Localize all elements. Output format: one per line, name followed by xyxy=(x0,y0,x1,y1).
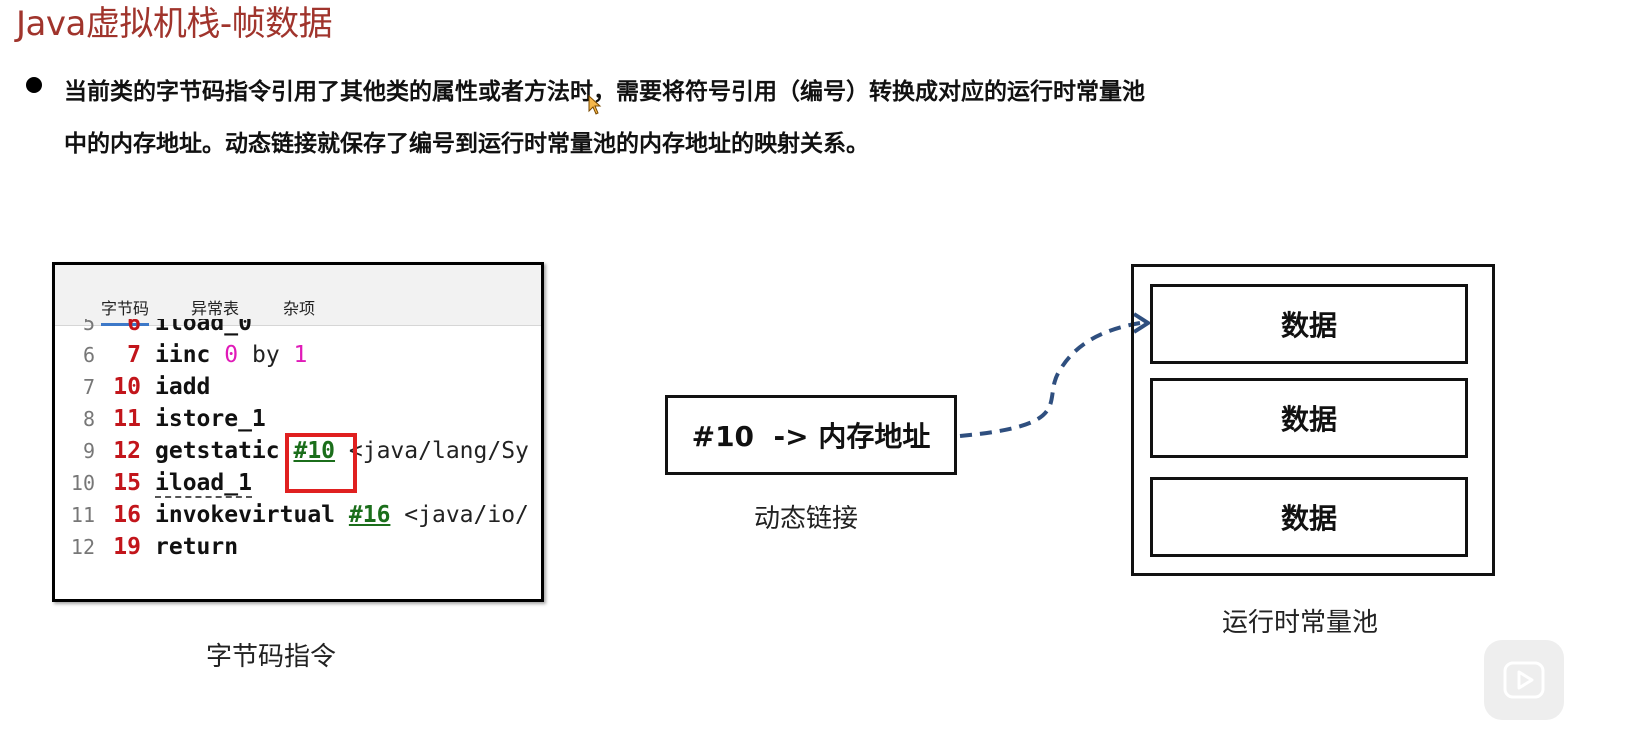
caption-constant-pool: 运行时常量池 xyxy=(1222,608,1379,638)
pc-offset: 6 xyxy=(127,319,141,336)
bullet-paragraph: 当前类的字节码指令引用了其他类的属性或者方法时，需要将符号引用（编号）转换成对应… xyxy=(64,66,1404,170)
opcode: iinc xyxy=(155,342,211,368)
code-row: 11 16 invokevirtual #16 <java/io/ xyxy=(55,499,541,531)
operand: 1 xyxy=(293,342,308,368)
caption-bytecode: 字节码指令 xyxy=(206,642,337,672)
pc-offset: 7 xyxy=(127,342,141,368)
mouse-cursor-icon xyxy=(588,95,602,115)
pc-offset: 16 xyxy=(113,502,141,528)
pc-offset: 15 xyxy=(113,470,141,496)
instruction: iload_0 xyxy=(155,319,252,339)
opcode: return xyxy=(155,534,239,560)
opcode: iload_0 xyxy=(155,319,252,336)
line-number: 6 xyxy=(82,343,95,367)
bullet-line-1: 当前类的字节码指令引用了其他类的属性或者方法时，需要将符号引用（编号）转换成对应… xyxy=(64,79,1145,105)
dynamic-link-box: #10 -> 内存地址 xyxy=(665,395,957,475)
ref-comment: <java/io/ xyxy=(404,502,529,528)
pool-item: 数据 xyxy=(1150,477,1468,557)
pc-offset: 10 xyxy=(113,374,141,400)
instruction: iload_1 xyxy=(155,467,252,499)
tab-misc[interactable]: 杂项 xyxy=(283,299,316,318)
opcode: istore_1 xyxy=(155,406,266,432)
dashed-arrow-line xyxy=(959,321,1141,438)
code-row: 9 12 getstatic #10 <java/lang/Sy xyxy=(55,435,541,467)
opcode: iload_1 xyxy=(155,470,252,498)
bullet-dot-icon xyxy=(26,77,42,93)
line-number: 10 xyxy=(70,471,95,495)
opcode: invokevirtual xyxy=(155,502,336,528)
pc-offset: 11 xyxy=(113,406,141,432)
tab-exception-table[interactable]: 异常表 xyxy=(191,299,240,318)
line-number: 7 xyxy=(82,375,95,399)
line-number: 11 xyxy=(70,503,95,527)
bytecode-panel: 字节码 异常表 杂项 5 6 iload_0 6 7 iinc 0 by 1 7… xyxy=(52,262,544,602)
tab-bar: 字节码 异常表 杂项 xyxy=(55,265,541,326)
instruction: invokevirtual #16 <java/io/ xyxy=(155,499,529,531)
line-number: 9 xyxy=(82,439,95,463)
code-row: 8 11 istore_1 xyxy=(55,403,541,435)
instruction: return xyxy=(155,531,238,563)
tab-bytecode[interactable]: 字节码 xyxy=(101,295,150,326)
code-row: 5 6 iload_0 xyxy=(55,319,541,339)
constant-pool: 数据 数据 数据 xyxy=(1131,264,1495,576)
code-row: 10 15 iload_1 xyxy=(55,467,541,499)
pc-offset: 12 xyxy=(113,438,141,464)
instruction: iinc 0 by 1 xyxy=(155,339,307,371)
pool-item: 数据 xyxy=(1150,284,1468,364)
opcode: getstatic xyxy=(155,438,280,464)
play-icon xyxy=(1503,661,1545,699)
pool-item: 数据 xyxy=(1150,378,1468,458)
opcode: iadd xyxy=(155,374,211,400)
keyword: by xyxy=(251,342,280,368)
play-button[interactable] xyxy=(1484,640,1564,720)
bullet-line-2: 中的内存地址。动态链接就保存了编号到运行时常量池的内存地址的映射关系。 xyxy=(64,131,869,157)
code-area: 5 6 iload_0 6 7 iinc 0 by 1 7 10 iadd 8 … xyxy=(55,319,541,599)
line-number: 5 xyxy=(82,319,95,335)
caption-dynamic-link: 动态链接 xyxy=(754,504,859,534)
slide-title: Java虚拟机栈-帧数据 xyxy=(16,4,333,44)
code-row: 6 7 iinc 0 by 1 xyxy=(55,339,541,371)
instruction: iadd xyxy=(155,371,210,403)
highlight-box xyxy=(285,433,357,493)
pc-offset: 19 xyxy=(113,534,141,560)
instruction: getstatic #10 <java/lang/Sy xyxy=(155,435,529,467)
line-number: 12 xyxy=(70,535,95,559)
arrow-head-icon xyxy=(1132,312,1152,334)
constant-ref-link[interactable]: #16 xyxy=(348,502,391,528)
instruction: istore_1 xyxy=(155,403,266,435)
code-row: 12 19 return xyxy=(55,531,541,563)
ref-comment: <java/lang/Sy xyxy=(348,438,529,464)
operand: 0 xyxy=(224,342,239,368)
code-row: 7 10 iadd xyxy=(55,371,541,403)
constant-ref-link[interactable]: #10 xyxy=(293,438,336,464)
line-number: 8 xyxy=(82,407,95,431)
